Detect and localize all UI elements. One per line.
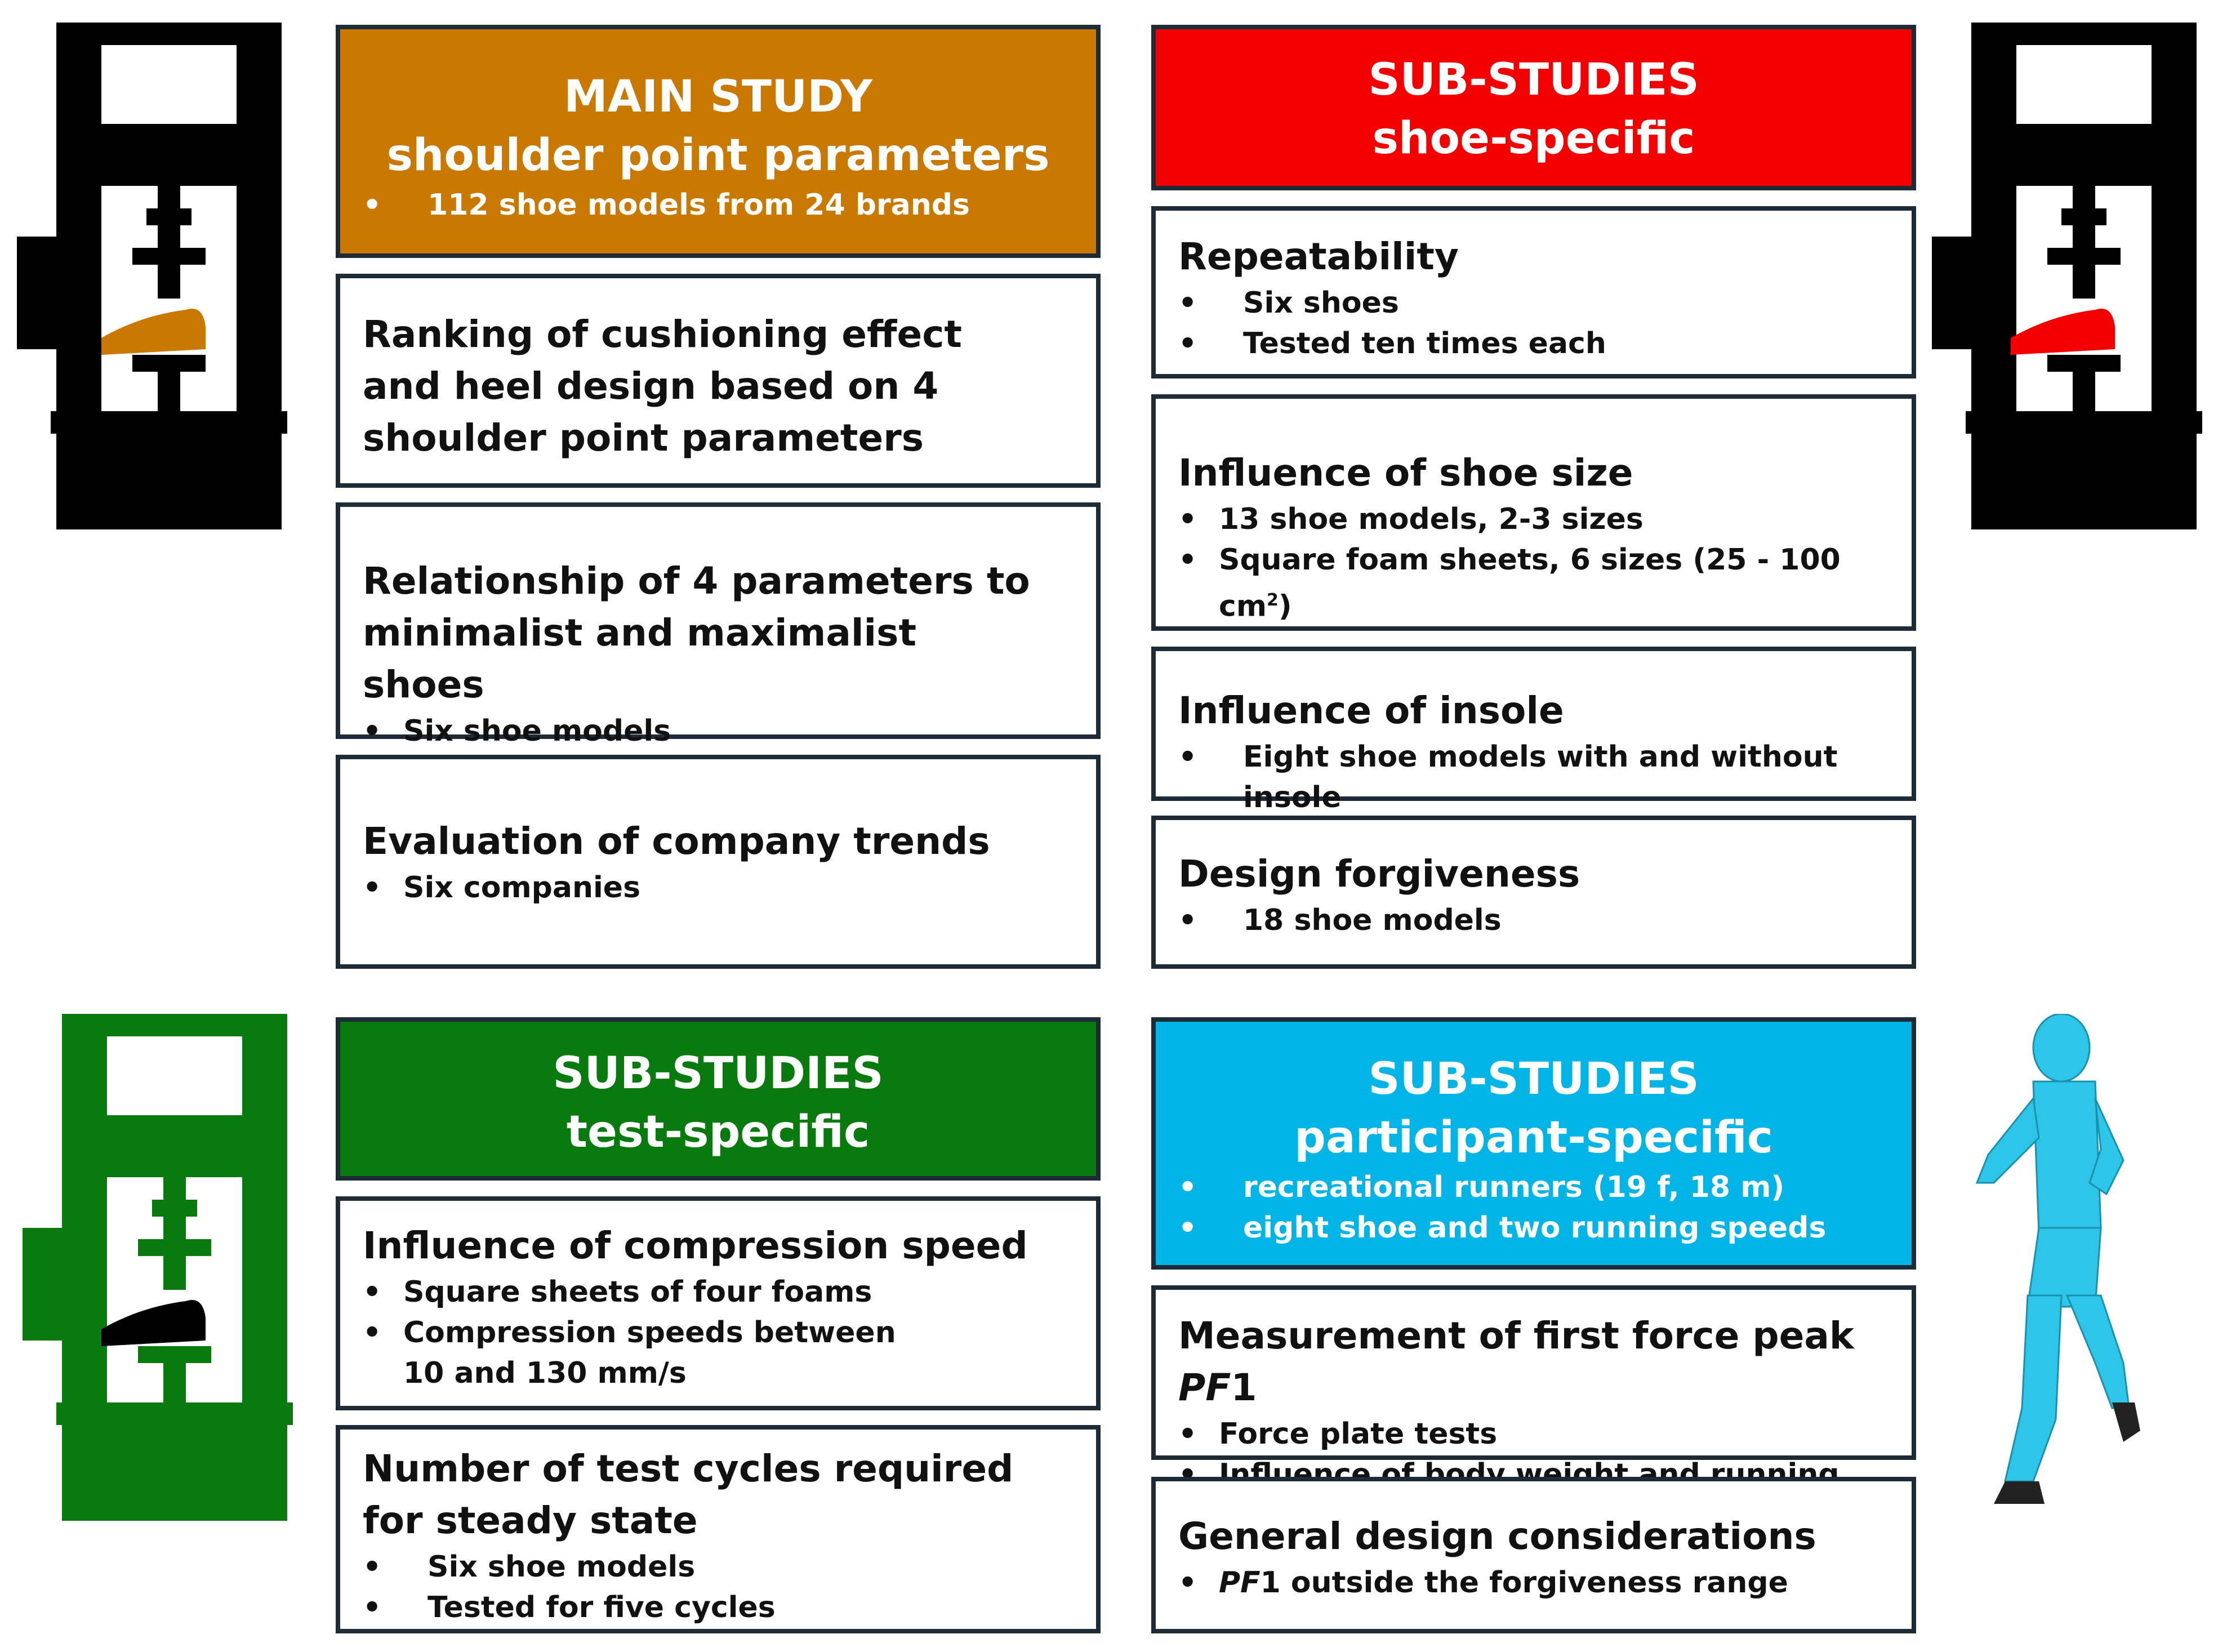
test-cycles-title: Number of test cycles required for stead… bbox=[363, 1447, 1014, 1542]
repeatability-bullet: Six shoes bbox=[1178, 283, 1912, 323]
force-peak-bullet: Force plate tests bbox=[1178, 1414, 1912, 1454]
design-considerations-box: General design considerations PF1 outsid… bbox=[1151, 1477, 1916, 1633]
participant-bullet: recreational runners (19 f, 18 m) bbox=[1178, 1167, 1912, 1208]
testing-machine-red-shoe-icon bbox=[1932, 23, 2202, 529]
test-cycles-bullet: Six shoe models bbox=[363, 1547, 1096, 1587]
compression-speed-box: Influence of compression speed Square sh… bbox=[336, 1196, 1101, 1410]
relationship-box: Relationship of 4 parameters to minimali… bbox=[336, 502, 1101, 751]
superscript: 2 bbox=[1267, 590, 1279, 610]
compression-speed-title: Influence of compression speed bbox=[363, 1224, 1028, 1267]
ranking-box: Ranking of cushioning effect and heel de… bbox=[336, 274, 1101, 488]
relationship-title: Relationship of 4 parameters to minimali… bbox=[363, 559, 1030, 706]
main-study-title: MAIN STUDY bbox=[564, 72, 872, 122]
main-study-subtitle: shoulder point parameters bbox=[386, 130, 1050, 181]
test-specific-header: SUB-STUDIES test-specific bbox=[336, 1017, 1101, 1181]
insole-title: Influence of insole bbox=[1178, 689, 1564, 732]
testing-machine-brown-shoe-icon bbox=[17, 23, 287, 529]
forgiveness-bullet: 18 shoe models bbox=[1178, 900, 1912, 941]
participant-specific-title: SUB-STUDIES bbox=[1368, 1054, 1699, 1105]
ranking-title: Ranking of cushioning effect and heel de… bbox=[363, 313, 962, 460]
design-considerations-bullet: PF1 outside the forgiveness range bbox=[1178, 1562, 1912, 1603]
test-specific-subtitle: test-specific bbox=[566, 1107, 870, 1157]
design-considerations-title: General design considerations bbox=[1178, 1515, 1816, 1558]
test-cycles-box: Number of test cycles required for stead… bbox=[336, 1425, 1101, 1633]
shoe-specific-title: SUB-STUDIES bbox=[1368, 55, 1699, 105]
shoe-size-bullet: Square foam sheets, 6 sizes (25 - 100 cm… bbox=[1178, 540, 1912, 626]
force-peak-title: Measurement of first force peak PF1 bbox=[1178, 1314, 1854, 1409]
compression-speed-continuation: 10 and 130 mm/s bbox=[403, 1356, 687, 1390]
shoe-size-bullet: 13 shoe models, 2-3 sizes bbox=[1178, 499, 1912, 540]
participant-bullet: eight shoe and two running speeds bbox=[1178, 1208, 1912, 1248]
shoe-specific-header: SUB-STUDIES shoe-specific bbox=[1151, 25, 1916, 190]
runner-figure-icon bbox=[1975, 1014, 2140, 1504]
compression-speed-bullet: Square sheets of four foams bbox=[363, 1272, 1096, 1312]
insole-bullet: Eight shoe models with and without insol… bbox=[1178, 737, 1912, 818]
repeatability-bullet: Tested ten times each bbox=[1178, 323, 1912, 364]
repeatability-title: Repeatability bbox=[1178, 235, 1459, 278]
company-trends-title: Evaluation of company trends bbox=[363, 820, 990, 863]
test-specific-title: SUB-STUDIES bbox=[553, 1048, 884, 1099]
forgiveness-title: Design forgiveness bbox=[1178, 852, 1580, 896]
participant-specific-subtitle: participant-specific bbox=[1294, 1112, 1773, 1163]
insole-box: Influence of insole Eight shoe models wi… bbox=[1151, 647, 1916, 814]
participant-specific-header: SUB-STUDIES participant-specific recreat… bbox=[1151, 1017, 1916, 1270]
relationship-bullet: Six shoe models bbox=[363, 711, 1096, 751]
testing-machine-green-icon bbox=[23, 1014, 293, 1521]
shoe-specific-subtitle: shoe-specific bbox=[1372, 113, 1695, 164]
main-study-bullet: 112 shoe models from 24 brands bbox=[363, 185, 1096, 225]
force-peak-box: Measurement of first force peak PF1 Forc… bbox=[1151, 1285, 1916, 1532]
compression-speed-bullet: Compression speeds between bbox=[363, 1312, 1096, 1353]
repeatability-box: Repeatability Six shoes Tested ten times… bbox=[1151, 206, 1916, 379]
shoe-size-box: Influence of shoe size 13 shoe models, 2… bbox=[1151, 394, 1916, 631]
test-cycles-bullet: Tested for five cycles bbox=[363, 1587, 1096, 1628]
shoe-size-title: Influence of shoe size bbox=[1178, 451, 1633, 495]
main-study-header: MAIN STUDY shoulder point parameters 112… bbox=[336, 25, 1101, 258]
forgiveness-box: Design forgiveness 18 shoe models bbox=[1151, 816, 1916, 969]
company-trends-bullet: Six companies bbox=[363, 867, 1096, 908]
company-trends-box: Evaluation of company trends Six compani… bbox=[336, 755, 1101, 969]
